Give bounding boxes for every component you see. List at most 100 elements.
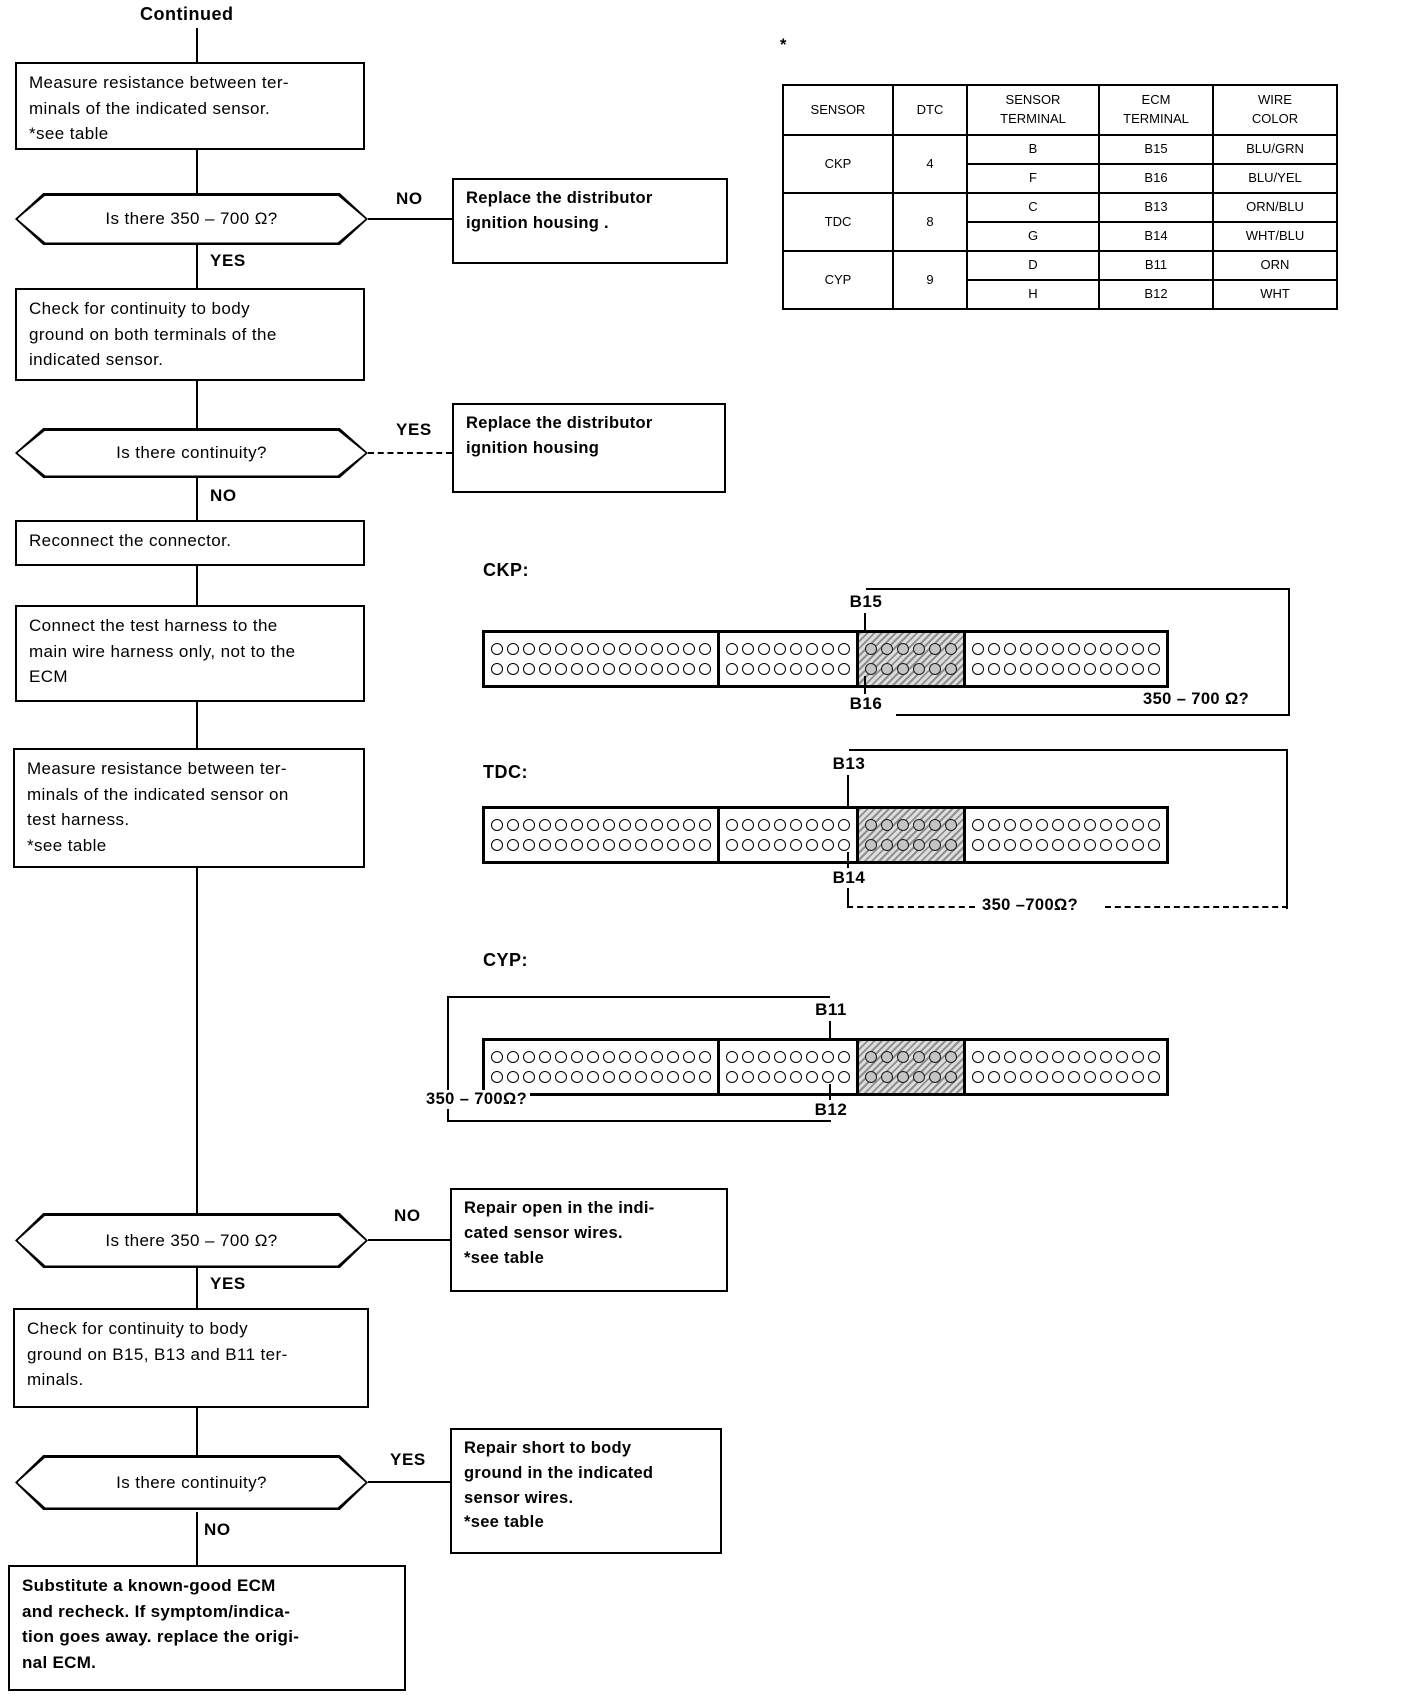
pin-circle — [619, 1051, 631, 1063]
pin-circle — [972, 643, 984, 655]
pin-circle — [865, 819, 877, 831]
pin-circle — [699, 643, 711, 655]
ckp-pin-top-label: B15 — [849, 592, 883, 611]
pin-circle — [988, 663, 1000, 675]
flow-line-yes-4 — [368, 1481, 450, 1483]
table-header-wire-color: WIRE COLOR — [1212, 84, 1338, 136]
process-box-substitute-ecm: Substitute a known-good ECM and recheck.… — [8, 1565, 406, 1691]
connector-pin-row — [724, 815, 852, 835]
pin-circle — [972, 663, 984, 675]
table-cell-terminal: G — [966, 221, 1100, 252]
connector-pin-row — [970, 835, 1162, 855]
ecm-connector-ckp — [482, 630, 1169, 688]
pin-circle — [651, 819, 663, 831]
flow-line — [196, 702, 198, 748]
cyp-pin-bottom-label: B12 — [814, 1100, 848, 1119]
table-row: CYP 9 D B11 ORN — [782, 250, 1338, 310]
table-row: F B16 BLU/YEL — [783, 163, 1338, 194]
table-asterisk: * — [780, 36, 787, 54]
action-box-replace-housing-2: Replace the distributor ignition housing — [452, 403, 726, 493]
pin-circle — [523, 643, 535, 655]
pin-circle — [945, 839, 957, 851]
pin-circle — [774, 643, 786, 655]
connector-section — [717, 1041, 856, 1093]
flow-line — [196, 245, 198, 288]
pin-circle — [667, 663, 679, 675]
flow-line — [196, 28, 198, 62]
pin-circle — [806, 819, 818, 831]
continued-label: Continued — [140, 4, 234, 24]
pin-circle — [699, 1071, 711, 1083]
pin-circle — [651, 1071, 663, 1083]
process-box-check-ground: Check for continuity to body ground on b… — [15, 288, 365, 381]
flow-line — [196, 566, 198, 605]
tdc-label: TDC: — [483, 762, 528, 782]
pin-circle — [988, 643, 1000, 655]
pin-circle — [699, 1051, 711, 1063]
pin-circle — [972, 839, 984, 851]
decision-text: Is there 350 – 700 Ω? — [17, 195, 366, 243]
pin-circle — [539, 1071, 551, 1083]
edge-label-no: NO — [396, 189, 423, 208]
pin-circle — [571, 643, 583, 655]
pin-circle — [1036, 839, 1048, 851]
pin-circle — [619, 1071, 631, 1083]
pin-circle — [667, 819, 679, 831]
connector-section-shaded — [856, 1041, 963, 1093]
connector-pin-row — [863, 659, 959, 679]
ckp-range-label: 350 – 700 Ω? — [1143, 690, 1250, 708]
pin-circle — [1052, 643, 1064, 655]
cyp-range-label: 350 – 700Ω? — [423, 1090, 531, 1109]
pin-circle — [838, 1071, 850, 1083]
pin-circle — [1004, 643, 1016, 655]
pin-circle — [865, 1051, 877, 1063]
pin-circle — [523, 1051, 535, 1063]
pin-circle — [988, 839, 1000, 851]
pin-circle — [1036, 1071, 1048, 1083]
process-box-measure-resistance: Measure resistance between ter- minals o… — [15, 62, 365, 150]
table-cell-dtc: 8 — [892, 192, 968, 252]
edge-label-no: NO — [204, 1520, 231, 1539]
pin-circle — [683, 1051, 695, 1063]
pin-circle — [1068, 1051, 1080, 1063]
pin-circle — [1132, 643, 1144, 655]
pin-circle — [822, 839, 834, 851]
tdc-pin-bottom-label: B14 — [832, 868, 866, 887]
pin-circle — [1068, 819, 1080, 831]
pin-circle — [555, 1071, 567, 1083]
edge-label-yes: YES — [390, 1450, 426, 1469]
pin-circle — [1084, 1051, 1096, 1063]
pin-circle — [1020, 1051, 1032, 1063]
pin-circle — [929, 643, 941, 655]
pin-circle — [1068, 839, 1080, 851]
pin-circle — [1068, 663, 1080, 675]
edge-label-yes: YES — [210, 251, 246, 270]
connector-section-shaded — [856, 809, 963, 861]
connector-section-shaded — [856, 633, 963, 685]
table-cell-ecm: B15 — [1098, 134, 1214, 165]
table-cell-wire: WHT — [1212, 279, 1338, 310]
connector-pin-row — [724, 1067, 852, 1087]
cyp-bracket-bottom — [447, 1120, 831, 1122]
connector-pin-row — [489, 815, 713, 835]
table-header-ecm-terminal: ECM TERMINAL — [1098, 84, 1214, 136]
flow-line — [196, 1512, 198, 1565]
pin-circle — [683, 839, 695, 851]
connector-pin-row — [724, 639, 852, 659]
pin-circle — [699, 819, 711, 831]
pin-circle — [1084, 839, 1096, 851]
pin-circle — [1036, 1051, 1048, 1063]
pin-circle — [539, 643, 551, 655]
pin-circle — [1004, 819, 1016, 831]
flow-line-yes-2 — [368, 452, 452, 454]
pin-circle — [988, 1051, 1000, 1063]
pin-circle — [945, 1071, 957, 1083]
pin-circle — [790, 839, 802, 851]
pin-circle — [742, 839, 754, 851]
cyp-pin-top-label: B11 — [815, 1000, 847, 1019]
pin-circle — [1020, 643, 1032, 655]
pin-circle — [507, 1051, 519, 1063]
ecm-connector-tdc — [482, 806, 1169, 864]
pin-circle — [972, 819, 984, 831]
ckp-pin-bottom-tick — [864, 676, 866, 694]
